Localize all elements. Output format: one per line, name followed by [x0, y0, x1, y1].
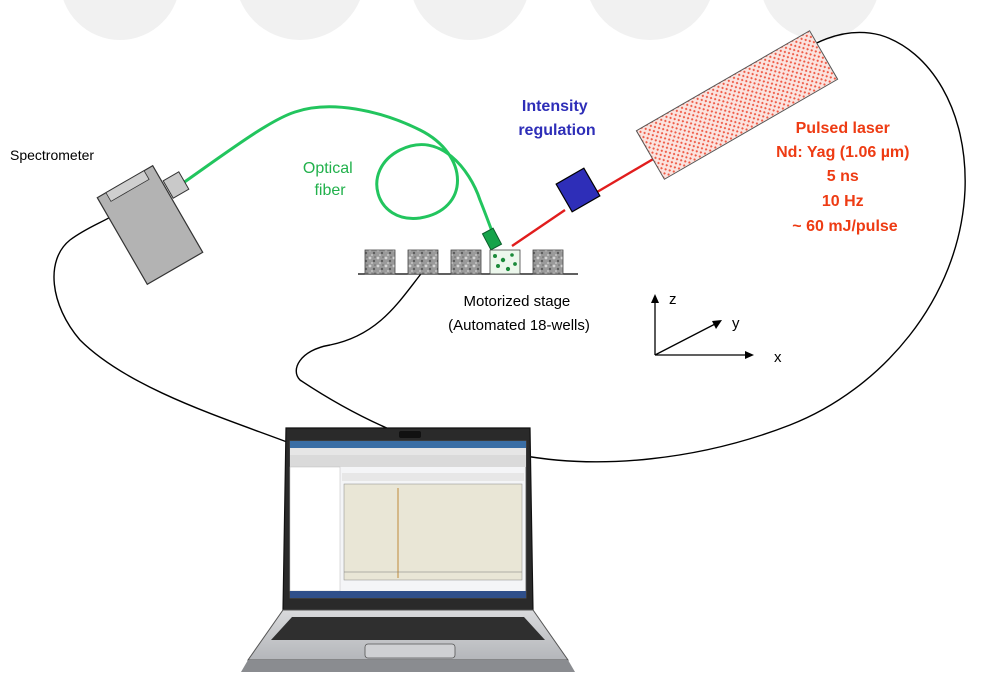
- axis-y-label: y: [732, 315, 740, 332]
- well-2: [407, 249, 439, 275]
- well-5: [532, 249, 564, 275]
- screen-plot: [343, 483, 523, 581]
- spectrometer-label: Spectrometer: [10, 147, 94, 163]
- active-well-samples: [493, 253, 517, 272]
- laser-spec-line: 10 Hz: [822, 193, 864, 210]
- optical-fiber-label-line: Optical: [303, 160, 353, 177]
- watermark-shapes: [63, 0, 877, 40]
- laser-spec-line: Nd: Yag (1.06 µm): [776, 144, 909, 161]
- axis-triad: [651, 294, 754, 359]
- intensity-regulation-line: Intensity: [522, 98, 588, 115]
- stage-label-line: (Automated 18-wells): [448, 317, 590, 334]
- spectrometer-device-icon: [96, 164, 204, 286]
- laser-beam-upper: [591, 156, 656, 197]
- optical-fiber-label: Optical fiber: [303, 160, 357, 199]
- intensity-regulation-line: regulation: [518, 122, 595, 139]
- motorized-stage-label: Motorized stage (Automated 18-wells): [448, 293, 590, 334]
- laser-beam: [511, 209, 566, 247]
- fiber-tip: [481, 227, 503, 251]
- laser-spec-line: 5 ns: [827, 168, 859, 185]
- laptop-icon: [241, 427, 575, 672]
- well-active: [489, 249, 521, 275]
- attenuator-cube-icon: [555, 167, 601, 213]
- axis-z-label: z: [669, 291, 677, 308]
- intensity-regulation-label: Intensity regulation: [518, 98, 595, 139]
- laser-spec-line: Pulsed laser: [796, 120, 890, 137]
- optical-fiber: [182, 105, 496, 237]
- motorized-stage: [358, 249, 578, 275]
- well-1: [364, 249, 396, 275]
- laser-specs-label: Pulsed laser Nd: Yag (1.06 µm) 5 ns 10 H…: [776, 120, 914, 235]
- optical-fiber-label-line: fiber: [314, 182, 346, 199]
- laser-spec-line: ~ 60 mJ/pulse: [792, 218, 897, 235]
- laser-head-icon: [635, 30, 839, 180]
- well-3: [450, 249, 482, 275]
- axis-x-label: x: [774, 349, 782, 366]
- spectrometer-port: [162, 171, 190, 199]
- stage-label-line: Motorized stage: [464, 293, 571, 310]
